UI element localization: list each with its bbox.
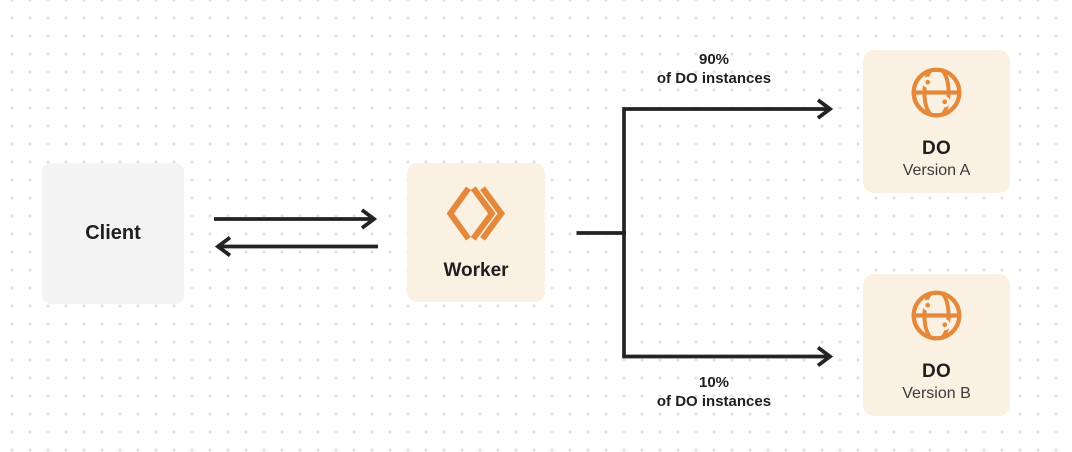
do-a-title: DO [921, 137, 952, 159]
do-version-a-node: DO Version A [863, 50, 1010, 193]
client-node: Client [42, 163, 184, 304]
split-10-percent: 10% [698, 374, 730, 391]
cloudflare-workers-icon [447, 184, 505, 243]
worker-node: Worker [407, 163, 545, 302]
split-90-caption: of DO instances [656, 70, 772, 87]
branch-arrow-to-version-b [622, 233, 834, 368]
durable-object-globe-icon [908, 287, 965, 344]
split-90-percent: 90% [698, 51, 730, 68]
split-10-caption: of DO instances [656, 393, 772, 410]
client-label: Client [85, 222, 141, 244]
branch-arrow-to-version-a [622, 98, 834, 233]
traffic-split-90-label: 90% of DO instances [614, 50, 814, 88]
traffic-split-10-label: 10% of DO instances [614, 373, 814, 411]
do-b-version-label: Version B [902, 385, 971, 402]
do-a-version-label: Version A [902, 161, 971, 179]
durable-object-globe-icon [908, 64, 965, 121]
do-version-b-node: DO Version B [863, 274, 1010, 416]
do-b-title: DO [921, 361, 952, 382]
worker-label: Worker [443, 259, 509, 281]
